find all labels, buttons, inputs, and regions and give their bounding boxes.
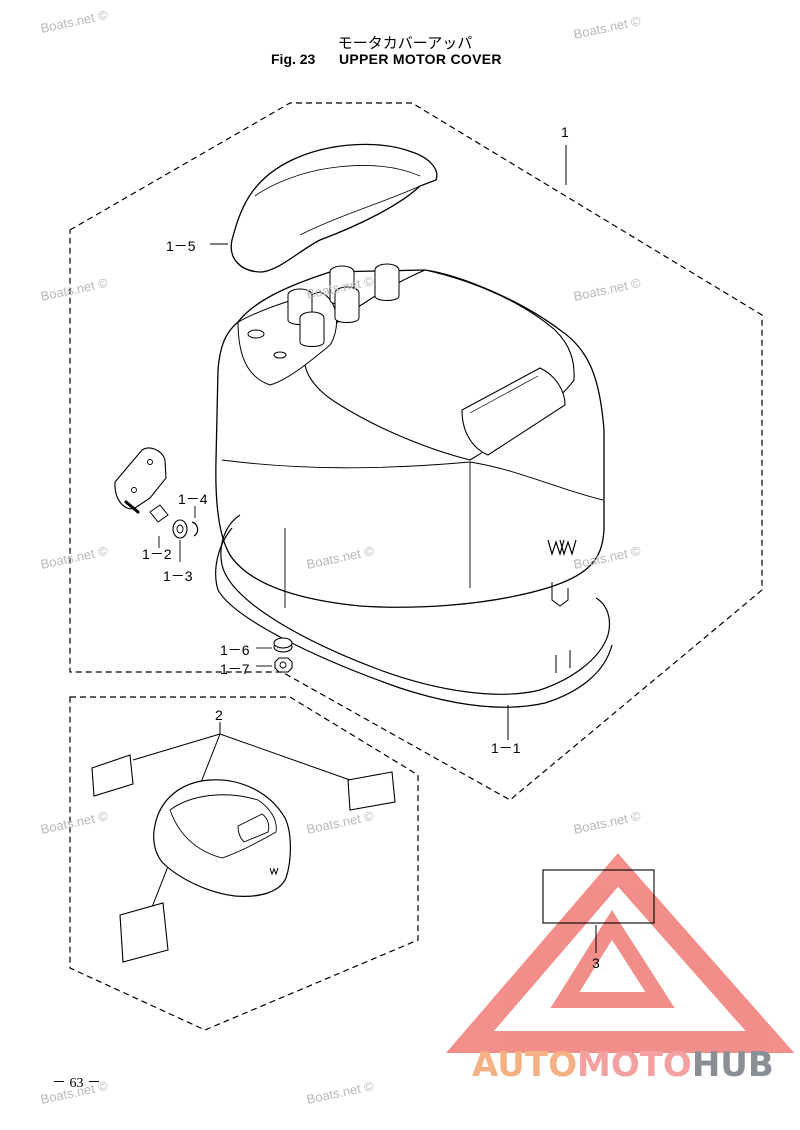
callout-1-5: 1－5 — [166, 238, 196, 254]
title-japanese: モータカバーアッパ — [337, 35, 473, 52]
callout-2: 2 — [215, 707, 223, 723]
top-cap-part — [210, 143, 438, 273]
callout-1-7: 1－7 — [220, 661, 250, 677]
callout-1: 1 — [561, 124, 569, 140]
callout-1-2: 1－2 — [142, 546, 172, 562]
callout-1-4: 1－4 — [178, 491, 208, 507]
logo-part-hub: HUB — [691, 1045, 774, 1085]
logo-part-moto: MOTO — [576, 1045, 692, 1085]
page-number: － 63 － — [52, 1076, 101, 1091]
assembly-2-boundary — [69, 696, 419, 1031]
label-plate-part — [542, 869, 655, 953]
seal-ring-part — [215, 514, 613, 740]
grommet-nut-part — [256, 637, 293, 673]
callout-1-1: 1－1 — [491, 740, 521, 756]
callout-1-6: 1－6 — [220, 642, 250, 658]
assembly-1-boundary — [69, 102, 763, 801]
automotohub-logo-mark — [446, 853, 795, 1053]
callout-1-3: 1－3 — [163, 568, 193, 584]
logo-part-auto: AUTO — [472, 1045, 577, 1085]
upper-cover-part — [215, 263, 605, 608]
figure-number: Fig. 23 — [271, 51, 316, 67]
figure-title: UPPER MOTOR COVER — [339, 51, 502, 67]
brand-logo: AUTOMOTOHUB — [472, 1045, 774, 1085]
latch-bracket-part — [114, 447, 199, 562]
decal-set-part — [91, 722, 396, 963]
callout-3: 3 — [592, 955, 600, 971]
